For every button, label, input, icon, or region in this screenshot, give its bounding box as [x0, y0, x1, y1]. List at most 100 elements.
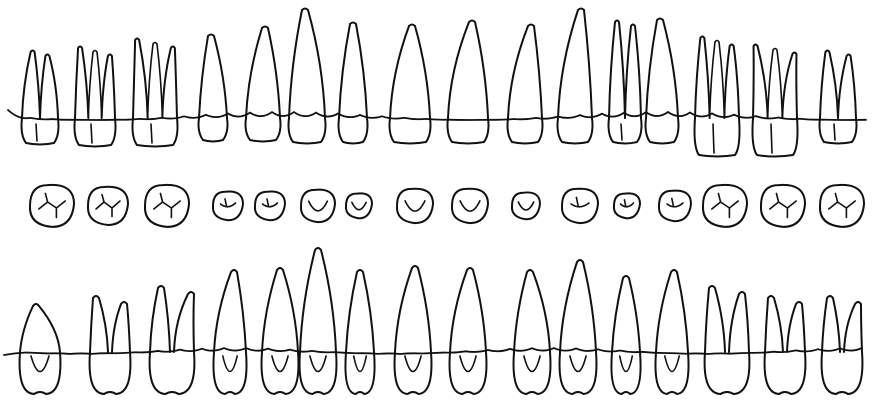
occlusal-fissure — [221, 199, 236, 207]
tooth-root — [199, 35, 227, 119]
tooth-crown — [150, 352, 195, 394]
lower-tooth — [300, 248, 337, 394]
occlusal-fissure — [571, 197, 589, 206]
tooth-root — [787, 302, 805, 352]
lower-tooth — [655, 270, 688, 394]
crown-groove — [151, 124, 152, 143]
tooth-root — [656, 270, 688, 352]
lower-tooth — [611, 276, 640, 394]
tooth-root — [844, 302, 862, 352]
tooth-root — [450, 268, 486, 352]
occlusal-surface — [761, 185, 805, 227]
upper-tooth — [753, 45, 798, 157]
upper-tooth — [75, 47, 116, 147]
tooth-root — [162, 47, 177, 119]
upper-tooth — [646, 19, 679, 144]
tooth-root — [724, 45, 739, 119]
occlusal-fissure — [770, 193, 796, 217]
occlusal-outline — [562, 189, 598, 223]
tooth-root — [22, 51, 40, 119]
tooth-root — [174, 292, 194, 352]
upper-tooth — [820, 51, 857, 144]
tooth-crown — [450, 352, 487, 394]
occlusal-surface — [397, 189, 433, 223]
occlusal-outline — [512, 192, 540, 219]
pulp-outline — [354, 356, 367, 372]
occlusal-surface — [614, 193, 640, 218]
tooth-root — [646, 19, 678, 119]
occlusal-fissure — [263, 199, 278, 207]
tooth-crown — [289, 118, 326, 144]
tooth-crown — [560, 352, 597, 394]
occlusal-surface — [88, 187, 128, 225]
pulp-outline — [524, 356, 540, 372]
lower-tooth — [345, 270, 374, 394]
tooth-root — [705, 286, 725, 352]
tooth-root — [148, 43, 163, 119]
tooth-root — [88, 51, 101, 119]
tooth-root — [289, 9, 325, 119]
tooth-root — [820, 51, 838, 119]
tooth-crown — [765, 352, 806, 394]
upper-tooth — [390, 25, 431, 144]
occlusal-surface — [255, 192, 285, 221]
tooth-crown — [646, 118, 679, 144]
lower-tooth — [262, 268, 299, 394]
lower-tooth — [213, 270, 246, 394]
lower-tooth — [514, 270, 551, 394]
occlusal-outline — [614, 193, 640, 218]
occlusal-fissure — [667, 198, 683, 206]
occlusal-fissure — [39, 193, 65, 217]
upper-tooth — [609, 21, 642, 144]
occlusal-surface — [659, 191, 691, 222]
upper-tooth — [695, 37, 740, 157]
occlusal-surface — [703, 185, 747, 227]
upper-tooth — [289, 9, 326, 144]
occlusal-outline — [301, 190, 335, 223]
pulp-outline — [272, 356, 288, 372]
tooth-root — [753, 45, 768, 119]
tooth-root — [560, 260, 596, 352]
upper-cervical-line — [8, 110, 866, 120]
incisal-edge — [405, 201, 425, 211]
upper-tooth — [339, 23, 368, 144]
incisal-edge — [352, 202, 366, 209]
upper-tooth — [508, 25, 543, 144]
pulp-outline — [310, 356, 326, 372]
tooth-root — [822, 296, 840, 352]
tooth-root — [625, 25, 641, 119]
occlusal-fissure — [621, 200, 634, 207]
tooth-root — [214, 270, 246, 352]
occlusal-surface — [512, 192, 540, 219]
lower-teeth-row — [4, 248, 862, 394]
tooth-crown — [609, 118, 642, 144]
occlusal-surface — [562, 189, 598, 223]
tooth-crown — [390, 118, 431, 144]
crown-groove — [771, 124, 772, 153]
tooth-crown — [246, 118, 281, 142]
crown-groove — [36, 124, 37, 141]
tooth-crown — [820, 118, 857, 144]
tooth-root — [768, 49, 783, 119]
occlusal-surface — [346, 193, 372, 218]
tooth-crown — [339, 118, 368, 144]
crown-groove — [91, 124, 92, 143]
incisal-edge — [518, 202, 533, 210]
tooth-crown — [822, 352, 863, 394]
tooth-crown — [90, 352, 131, 394]
occlusal-surface — [213, 192, 243, 221]
tooth-root — [609, 21, 625, 119]
tooth-crown — [558, 118, 593, 144]
lower-tooth — [150, 286, 195, 394]
tooth-root — [75, 47, 88, 119]
tooth-root — [729, 292, 749, 352]
incisal-edge — [309, 201, 328, 211]
occlusal-outline — [452, 189, 488, 223]
tooth-root — [246, 27, 280, 119]
tooth-crown — [20, 352, 61, 394]
tooth-crown — [213, 352, 246, 394]
tooth-root — [150, 286, 170, 352]
tooth-root — [112, 302, 130, 352]
occlusal-surface — [452, 189, 488, 223]
